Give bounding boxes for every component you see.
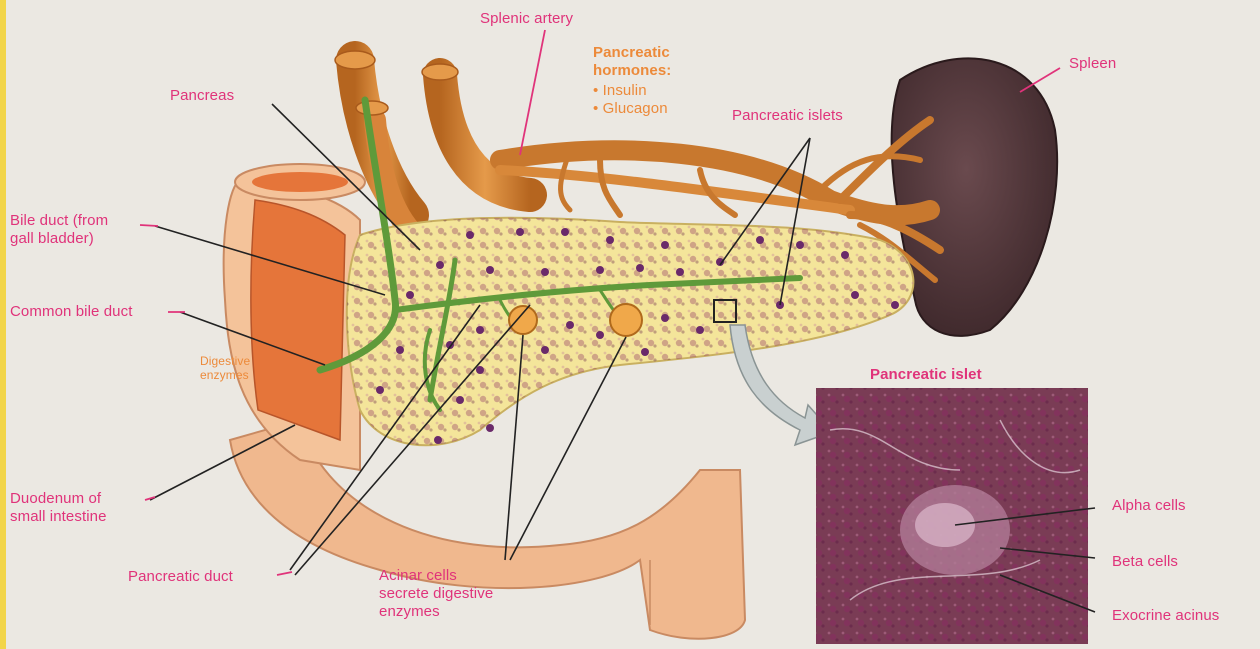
label-insulin: • Insulin bbox=[593, 82, 647, 100]
label-pancreas: Pancreas bbox=[170, 87, 234, 105]
label-splenic-artery: Splenic artery bbox=[480, 10, 573, 28]
label-pancreatic-islets: Pancreatic islets bbox=[732, 107, 843, 125]
label-pancreatic-islet-title: Pancreatic islet bbox=[870, 366, 982, 384]
label-pancreatic-duct: Pancreatic duct bbox=[128, 568, 233, 586]
label-exocrine-acinus: Exocrine acinus bbox=[1112, 607, 1219, 625]
duodenum bbox=[224, 164, 365, 470]
label-spleen: Spleen bbox=[1069, 55, 1116, 73]
spleen-organ bbox=[892, 58, 1058, 335]
label-alpha-cells: Alpha cells bbox=[1112, 497, 1186, 515]
islet-micrograph bbox=[816, 388, 1088, 644]
label-duodenum: Duodenum of small intestine bbox=[10, 490, 107, 526]
label-acinar-cells: Acinar cells secrete digestive enzymes bbox=[379, 567, 493, 621]
label-glucagon: • Glucagon bbox=[593, 100, 668, 118]
label-common-bile-duct: Common bile duct bbox=[10, 303, 133, 321]
label-digestive-enzymes: Digestive enzymes bbox=[200, 354, 250, 382]
label-bile-duct: Bile duct (from gall bladder) bbox=[10, 212, 108, 248]
label-pancreatic-hormones: Pancreatic hormones: bbox=[593, 44, 671, 80]
label-beta-cells: Beta cells bbox=[1112, 553, 1178, 571]
